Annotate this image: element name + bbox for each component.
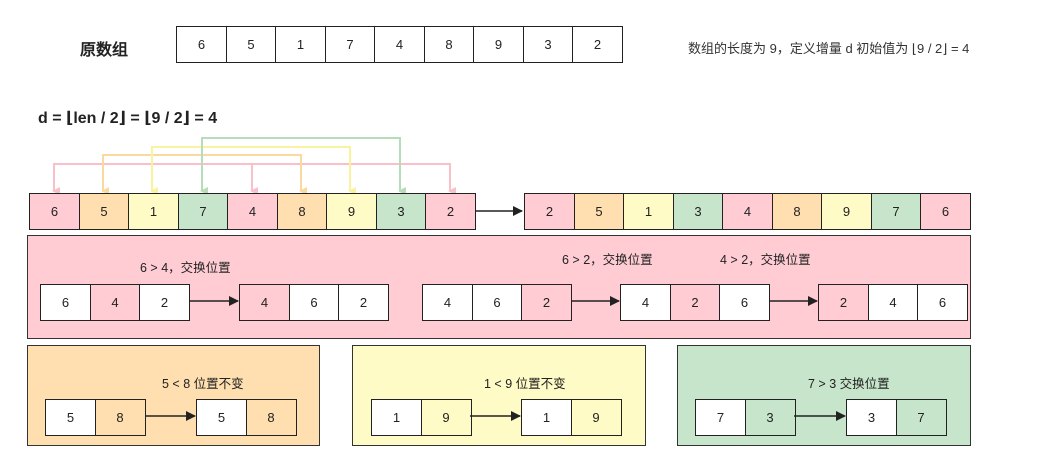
yellow-before: 1 9 — [371, 399, 472, 436]
grouped-array-after: 2 5 1 3 4 8 9 7 6 — [524, 193, 971, 230]
array-cell: 2 — [338, 284, 389, 321]
array-cell: 2 — [524, 193, 575, 230]
array-cell: 2 — [139, 284, 190, 321]
pink-step1-before: 6 4 2 — [40, 284, 190, 321]
array-cell: 5 — [225, 26, 277, 63]
green-group-connector — [201, 137, 401, 190]
array-cell: 4 — [422, 284, 473, 321]
pink-group-connector — [53, 163, 451, 190]
array-cell: 6 — [917, 284, 968, 321]
orange-group-connector — [102, 154, 302, 190]
array-cell: 6 — [288, 284, 340, 321]
increment-formula: d = ⌊len / 2⌋ = ⌊9 / 2⌋ = 4 — [38, 110, 218, 127]
array-cell: 9 — [570, 399, 622, 436]
array-cell: 6 — [176, 26, 227, 63]
array-cell: 2 — [521, 284, 572, 321]
array-cell: 4 — [374, 26, 425, 63]
array-cell: 6 — [920, 193, 971, 230]
array-cell: 3 — [744, 399, 796, 436]
array-cell: 2 — [572, 26, 623, 63]
array-cell: 4 — [239, 284, 290, 321]
array-cell: 1 — [371, 399, 422, 436]
array-cell: 1 — [521, 399, 572, 436]
yellow-caption: 1 < 9 位置不变 — [484, 377, 566, 391]
array-cell: 7 — [895, 399, 947, 436]
array-cell: 3 — [375, 193, 427, 230]
pink-step1-after: 4 6 2 — [239, 284, 389, 321]
array-cell: 5 — [45, 399, 96, 436]
pink-step2-after: 4 2 6 — [620, 284, 770, 321]
orange-after: 5 8 — [196, 399, 297, 436]
array-cell: 9 — [473, 26, 524, 63]
array-cell: 7 — [177, 193, 229, 230]
original-array-title: 原数组 — [80, 42, 129, 59]
green-after: 3 7 — [846, 399, 947, 436]
array-cell: 2 — [425, 193, 476, 230]
array-cell: 1 — [275, 26, 326, 63]
array-cell: 4 — [722, 193, 773, 230]
array-cell: 4 — [227, 193, 278, 230]
array-cell: 8 — [423, 26, 475, 63]
pink-step3-after: 2 4 6 — [818, 284, 968, 321]
pink-caption-2: 6 > 2，交换位置 — [562, 253, 653, 267]
array-cell: 8 — [94, 399, 146, 436]
array-cell: 3 — [846, 399, 897, 436]
array-cell: 1 — [623, 193, 674, 230]
yellow-group-connector — [151, 146, 351, 190]
array-cell: 7 — [695, 399, 746, 436]
array-cell: 2 — [669, 284, 721, 321]
array-cell: 6 — [40, 284, 91, 321]
green-caption: 7 > 3 交换位置 — [808, 377, 890, 391]
array-cell: 9 — [821, 193, 872, 230]
array-cell: 5 — [573, 193, 625, 230]
array-cell: 6 — [471, 284, 523, 321]
pink-step2-before: 4 6 2 — [422, 284, 572, 321]
array-cell: 9 — [420, 399, 472, 436]
grouped-array-before: 6 5 1 7 4 8 9 3 2 — [29, 193, 476, 230]
array-cell: 1 — [128, 193, 179, 230]
green-before: 7 3 — [695, 399, 796, 436]
pink-caption-3: 4 > 2，交换位置 — [720, 253, 811, 267]
array-length-note: 数组的长度为 9，定义增量 d 初始值为 ⌊9 / 2⌋ = 4 — [688, 41, 970, 56]
array-cell: 3 — [672, 193, 724, 230]
array-cell: 8 — [245, 399, 297, 436]
array-cell: 8 — [276, 193, 328, 230]
pink-caption-1: 6 > 4，交换位置 — [140, 261, 231, 275]
array-cell: 4 — [620, 284, 671, 321]
orange-before: 5 8 — [45, 399, 146, 436]
array-cell: 4 — [867, 284, 919, 321]
array-cell: 5 — [196, 399, 247, 436]
array-cell: 7 — [324, 26, 376, 63]
array-cell: 3 — [522, 26, 574, 63]
orange-caption: 5 < 8 位置不变 — [162, 377, 244, 391]
yellow-after: 1 9 — [521, 399, 622, 436]
array-cell: 4 — [89, 284, 141, 321]
array-cell: 7 — [870, 193, 922, 230]
original-array: 6 5 1 7 4 8 9 3 2 — [176, 26, 623, 63]
array-cell: 9 — [326, 193, 377, 230]
array-cell: 5 — [78, 193, 130, 230]
array-cell: 6 — [719, 284, 770, 321]
array-cell: 2 — [818, 284, 869, 321]
array-cell: 6 — [29, 193, 80, 230]
array-cell: 8 — [771, 193, 823, 230]
